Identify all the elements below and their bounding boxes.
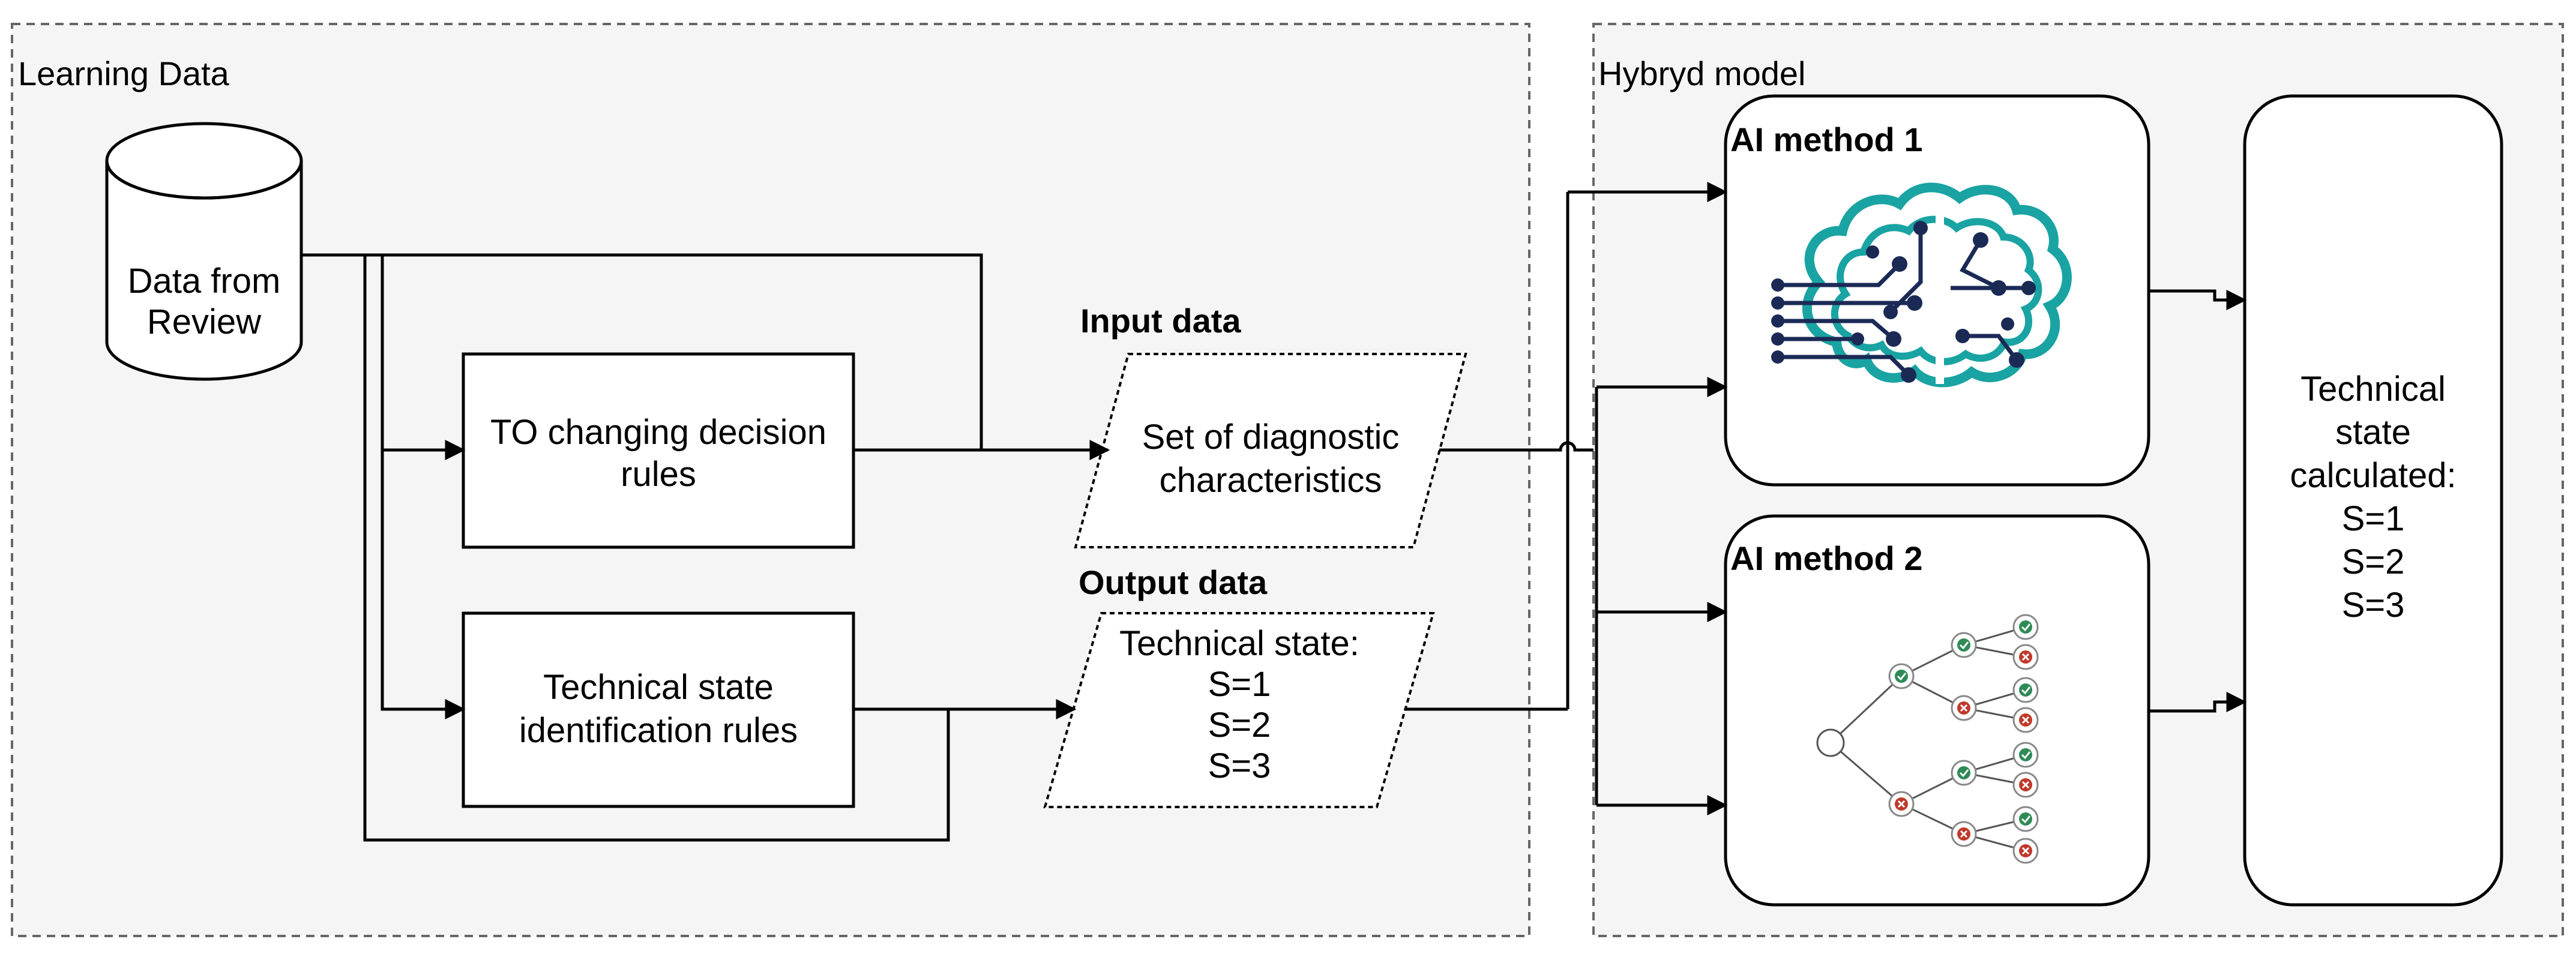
tree-cross-node: [2012, 644, 2039, 670]
to-decision-rules-line2: rules: [621, 455, 696, 494]
output-data-title: Output data: [1079, 563, 1268, 601]
technical-state-rules-line1: Technical state: [543, 668, 774, 707]
connector-db-loop: [363, 255, 950, 842]
output-data-line1: Technical state:: [1119, 624, 1359, 663]
result-line1: Technical: [2301, 370, 2446, 409]
tree-cross-node: [1888, 791, 1915, 817]
check-nodes: [1888, 614, 2039, 832]
tree-check-node: [2012, 806, 2039, 832]
tree-check-node: [2012, 742, 2039, 768]
connector-ai2-result: [2149, 692, 2247, 713]
tree-cross-node: [2012, 772, 2039, 798]
input-data-title: Input data: [1080, 302, 1241, 340]
tree-cross-node: [1951, 695, 1977, 721]
tree-check-node: [1951, 760, 1977, 786]
result-line5: S=2: [2342, 542, 2405, 581]
output-data-line2: S=1: [1208, 665, 1271, 704]
result-line6: S=3: [2342, 586, 2405, 625]
result-line2: state: [2335, 413, 2411, 452]
tree-check-node: [2012, 614, 2039, 640]
output-data-line3: S=2: [1208, 706, 1271, 745]
tree-cross-node: [1951, 821, 1977, 847]
ai-method-1-label: AI method 1: [1730, 121, 1922, 158]
connector-db-input: [301, 253, 1110, 460]
decision-tree-icon: [1816, 614, 2039, 864]
tree-check-node: [1951, 632, 1977, 658]
result-line4: S=1: [2342, 499, 2405, 538]
tree-check-node: [1888, 663, 1915, 689]
input-data-line1: Set of diagnostic: [1142, 418, 1400, 457]
technical-state-rules-line2: identification rules: [519, 711, 798, 750]
technical-state-rules-box[interactable]: [462, 611, 855, 808]
hybrid-model-label: Hybryd model: [1598, 55, 1805, 92]
output-data-line4: S=3: [1208, 746, 1271, 785]
connector-ai1-result: [2149, 289, 2247, 310]
tree-cross-node: [2012, 838, 2039, 864]
brain-circuit-icon: [1771, 182, 2072, 388]
connector-db-ts-rules: [381, 450, 466, 719]
database-label-line1: Data from: [128, 262, 281, 301]
input-data-line2: characteristics: [1160, 461, 1382, 500]
to-decision-rules-line1: TO changing decision: [490, 413, 826, 452]
connectors: [301, 182, 2247, 842]
cross-nodes: [1888, 644, 2039, 864]
learning-data-label: Learning Data: [18, 55, 230, 92]
tree-cross-node: [2012, 707, 2039, 733]
result-line3: calculated:: [2290, 456, 2456, 495]
input-data-shape[interactable]: [1074, 353, 1467, 548]
output-data-shape[interactable]: [1043, 612, 1435, 808]
ai-method-2-label: AI method 2: [1730, 539, 1922, 577]
database-label-line2: Review: [147, 302, 262, 341]
tree-check-node: [2012, 677, 2039, 703]
result-box[interactable]: [2243, 94, 2503, 907]
database-cylinder[interactable]: [105, 122, 303, 381]
